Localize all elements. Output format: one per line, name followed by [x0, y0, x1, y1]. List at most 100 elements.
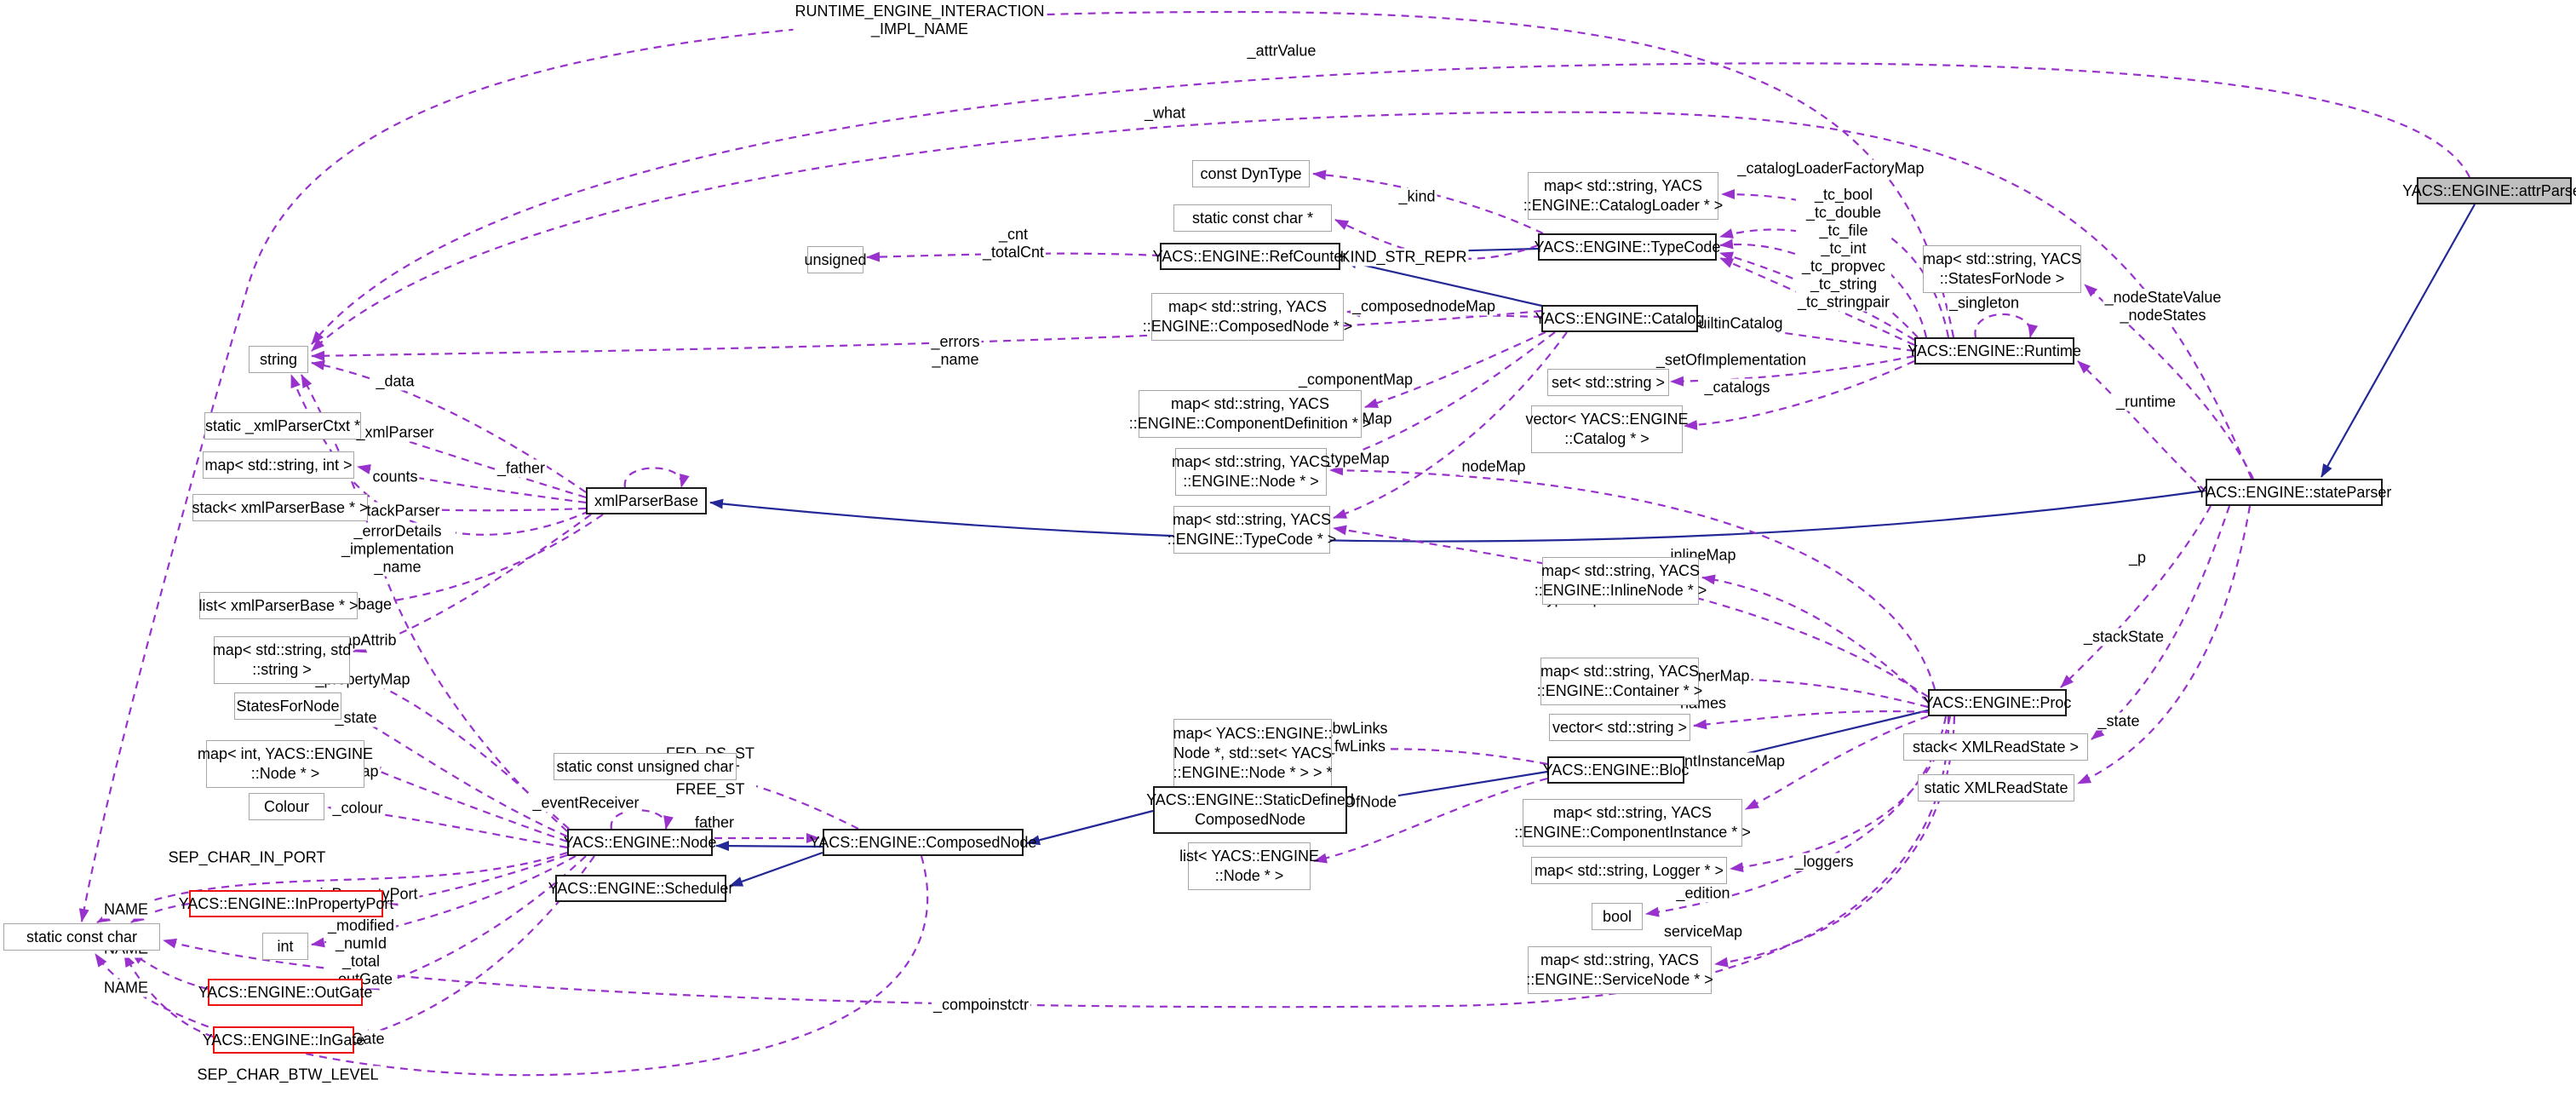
- class-node-bloc[interactable]: YACS::ENGINE::Bloc: [1543, 756, 1689, 784]
- class-node-map-string-node[interactable]: map< std::string, YACS ::ENGINE::Node * …: [1172, 448, 1330, 496]
- class-node-map-statesfornode[interactable]: map< std::string, YACS ::StatesForNode >: [1923, 245, 2081, 293]
- usage-edge: [1719, 238, 1919, 338]
- class-node-static-const-char[interactable]: static const char: [3, 923, 160, 951]
- usage-edge: [96, 851, 568, 923]
- class-node-list-xmlparserbase[interactable]: list< xmlParserBase * >: [198, 592, 359, 619]
- class-node-static-const-uchar[interactable]: static const unsigned char: [554, 753, 737, 780]
- usage-edge: [367, 765, 568, 843]
- inheritance-edge: [1343, 258, 1546, 308]
- class-node-map-componentdef[interactable]: map< std::string, YACS ::ENGINE::Compone…: [1129, 390, 1371, 438]
- usage-edge: [78, 10, 1955, 922]
- class-node-xmlparserbase[interactable]: xmlParserBase: [586, 487, 707, 514]
- class-node-inpropertyport[interactable]: YACS::ENGINE::InPropertyPort: [179, 890, 393, 917]
- class-node-map-catalogloader[interactable]: map< std::string, YACS ::ENGINE::Catalog…: [1523, 172, 1723, 220]
- class-node-runtime[interactable]: YACS::ENGINE::Runtime: [1908, 337, 2081, 365]
- usage-edge: [1334, 219, 1539, 260]
- class-node-static-xmlreadstate[interactable]: static XMLReadState: [1918, 774, 2074, 802]
- class-node-vector-catalog[interactable]: vector< YACS::ENGINE ::Catalog * >: [1526, 405, 1688, 453]
- class-node-proc[interactable]: YACS::ENGINE::Proc: [1924, 689, 2071, 716]
- class-node-map-servicenode[interactable]: map< std::string, YACS ::ENGINE::Service…: [1526, 946, 1713, 994]
- class-node-node[interactable]: YACS::ENGINE::Node: [564, 829, 716, 856]
- class-node-stack-xmlreadstate[interactable]: stack< XMLReadState >: [1903, 733, 2088, 761]
- class-node-map-componentinstance[interactable]: map< std::string, YACS ::ENGINE::Compone…: [1514, 799, 1751, 847]
- edge-label: _singleton: [1947, 294, 2022, 313]
- class-node-map-inlinenode[interactable]: map< std::string, YACS ::ENGINE::InlineN…: [1535, 557, 1707, 605]
- edge-label: SEP_CHAR_BTW_LEVEL: [195, 1066, 381, 1084]
- edge-label: _catalogLoaderFactoryMap: [1736, 159, 1926, 178]
- edge-label: _typeMap: [1320, 450, 1391, 468]
- class-node-scheduler[interactable]: YACS::ENGINE::Scheduler: [548, 875, 733, 902]
- class-node-dyntype[interactable]: const DynType: [1192, 160, 1310, 187]
- class-node-typecode[interactable]: YACS::ENGINE::TypeCode: [1535, 233, 1720, 261]
- class-node-map-node-set[interactable]: map< YACS::ENGINE:: Node *, std::set< YA…: [1173, 719, 1333, 787]
- class-node-ingate[interactable]: YACS::ENGINE::InGate: [203, 1026, 364, 1054]
- class-node-outgate[interactable]: YACS::ENGINE::OutGate: [198, 979, 372, 1006]
- class-node-int[interactable]: int: [262, 933, 308, 960]
- class-node-refcounter[interactable]: YACS::ENGINE::RefCounter: [1153, 243, 1347, 270]
- usage-edge: [2091, 505, 2231, 740]
- usage-edge: [1329, 331, 1556, 463]
- class-node-list-node[interactable]: list< YACS::ENGINE ::Node * >: [1179, 842, 1319, 890]
- usage-edge: [2077, 505, 2252, 784]
- class-node-stateparser[interactable]: YACS::ENGINE::stateParser: [2197, 479, 2391, 506]
- inheritance-edge: [729, 851, 823, 888]
- usage-edge: [344, 710, 568, 838]
- usage-edge: [1645, 715, 1948, 917]
- class-node-staticdefined[interactable]: YACS::ENGINE::StaticDefined ComposedNode: [1146, 786, 1354, 834]
- usage-edge: [1974, 313, 2039, 338]
- class-node-map-logger[interactable]: map< std::string, Logger * >: [1531, 857, 1727, 884]
- edge-label: _compoinstctr: [931, 996, 1031, 1014]
- class-node-static-char-ptr[interactable]: static const char *: [1173, 204, 1332, 232]
- usage-edge: [311, 62, 2470, 345]
- usage-edge: [1719, 228, 1928, 338]
- inheritance-edge: [1026, 809, 1154, 846]
- usage-edge: [737, 779, 859, 830]
- class-node-composednode[interactable]: YACS::ENGINE::ComposedNode: [810, 829, 1036, 856]
- edge-label: RUNTIME_ENGINE_INTERACTION _IMPL_NAME: [793, 3, 1047, 38]
- edge-label: _errorDetails _implementation _name: [339, 522, 456, 577]
- class-node-map-string-typecode[interactable]: map< std::string, YACS ::ENGINE::TypeCod…: [1168, 506, 1336, 554]
- class-node-statesfornode[interactable]: StatesForNode: [234, 692, 341, 720]
- class-node-stack-xmlparserbase[interactable]: stack< xmlParserBase * >: [192, 494, 369, 521]
- class-node-map-string-string[interactable]: map< std::string, std ::string >: [213, 636, 351, 684]
- edge-label: _runtime: [2114, 393, 2178, 411]
- usage-edge: [1334, 744, 1548, 766]
- class-node-map-composednode[interactable]: map< std::string, YACS ::ENGINE::Compose…: [1143, 293, 1352, 341]
- edge-label: _what: [1142, 104, 1188, 123]
- usage-edge: [2084, 284, 2254, 480]
- usage-edge: [2060, 505, 2212, 688]
- class-node-vector-string[interactable]: vector< std::string >: [1549, 714, 1690, 741]
- usage-edge: [163, 715, 1950, 1008]
- usage-edge: [1701, 574, 1929, 703]
- edge-label: _eventReceiver: [531, 794, 641, 813]
- usage-edge: [1329, 465, 1936, 690]
- edge-label: _componentMap: [1296, 371, 1415, 389]
- usage-edge: [130, 951, 209, 991]
- class-node-static-xmlparserctxt[interactable]: static _xmlParserCtxt *: [204, 412, 361, 440]
- edge-label: _state: [2096, 712, 2142, 731]
- class-node-map-container[interactable]: map< std::string, YACS ::ENGINE::Contain…: [1537, 658, 1702, 705]
- inheritance-edge: [2321, 204, 2476, 478]
- class-node-catalog[interactable]: YACS::ENGINE::Catalog: [1535, 305, 1704, 332]
- usage-edge: [1333, 331, 1568, 520]
- usage-edge: [123, 953, 214, 1038]
- usage-edge: [623, 467, 690, 488]
- edge-label: _composednodeMap: [1350, 297, 1498, 316]
- class-node-string[interactable]: string: [249, 346, 308, 373]
- class-node-bool[interactable]: bool: [1592, 903, 1643, 930]
- class-node-map-int-node[interactable]: map< int, YACS::ENGINE ::Node * >: [198, 740, 373, 788]
- class-node-colour[interactable]: Colour: [249, 793, 324, 820]
- edge-label: _stackState: [2081, 628, 2166, 646]
- class-node-map-string-int[interactable]: map< std::string, int >: [203, 451, 354, 479]
- inheritance-edge: [715, 841, 823, 852]
- edge-label: _xmlParser: [354, 423, 436, 442]
- edge-label: _loggers: [1793, 853, 1856, 871]
- class-node-unsigned[interactable]: unsigned: [804, 246, 867, 273]
- usage-edge: [311, 309, 1542, 361]
- class-node-attrparser[interactable]: YACS::ENGINE::attrParser: [2402, 177, 2576, 204]
- usage-edge: [365, 855, 587, 991]
- usage-edge: [1745, 715, 1929, 810]
- class-node-set-string[interactable]: set< std::string >: [1547, 369, 1669, 396]
